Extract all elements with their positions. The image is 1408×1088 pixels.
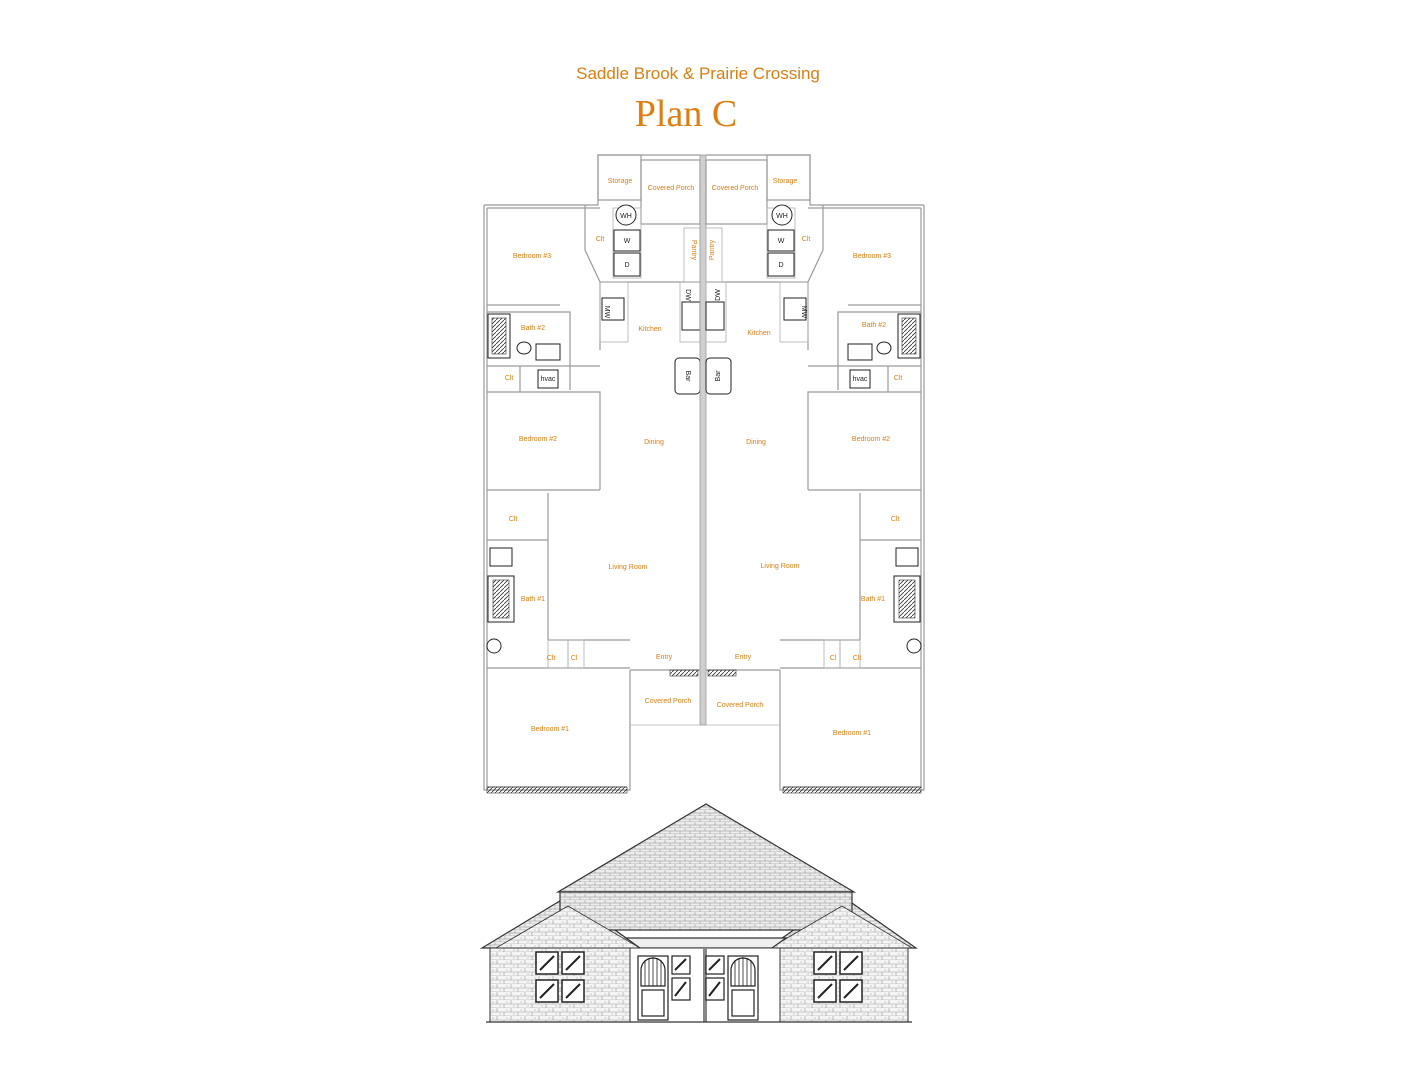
label-bedroom2: Bedroom #2 <box>519 436 557 443</box>
bar-counter-icon <box>705 357 732 395</box>
label-living-room: Living Room <box>761 563 800 570</box>
label-washer: W <box>624 238 631 245</box>
toilet-icon <box>516 341 532 355</box>
water-heater-icon <box>615 204 637 226</box>
label-storage: Storage <box>773 178 798 185</box>
label-dryer: D <box>778 262 783 269</box>
label-closet-hall: Clt <box>505 375 514 382</box>
label-covered-porch-front: Covered Porch <box>717 702 764 709</box>
kitchen-sink-icon <box>681 301 701 331</box>
window-left <box>535 951 585 1003</box>
label-entry: Entry <box>656 654 673 661</box>
washer-icon <box>767 229 795 252</box>
party-wall <box>699 154 707 726</box>
label-water-heater: WH <box>620 213 632 220</box>
label-bath2: Bath #2 <box>521 325 545 332</box>
label-living-room: Living Room <box>609 564 648 571</box>
label-water-heater: WH <box>776 213 788 220</box>
toilet-icon <box>895 547 919 567</box>
range-icon <box>601 297 625 321</box>
sink-icon <box>486 638 502 654</box>
label-closet-bed1: Clt <box>891 516 900 523</box>
door-right <box>727 955 759 1021</box>
label-closet-hall: Clt <box>894 375 903 382</box>
range-icon <box>783 297 807 321</box>
label-storage: Storage <box>608 178 633 185</box>
kitchen-sink-icon <box>705 301 725 331</box>
label-dishwasher: DW <box>715 289 722 301</box>
label-bath1: Bath #1 <box>521 596 545 603</box>
label-bath2: Bath #2 <box>862 322 886 329</box>
hvac-box-icon <box>849 369 871 389</box>
label-bath1: Bath #1 <box>861 596 885 603</box>
label-bedroom1: Bedroom #1 <box>833 730 871 737</box>
dryer-icon <box>767 252 795 277</box>
label-dryer: D <box>624 262 629 269</box>
window-porch-left <box>671 955 691 1001</box>
label-covered-porch-top: Covered Porch <box>712 185 759 192</box>
hvac-box-icon <box>537 369 559 389</box>
sink-icon <box>906 638 922 654</box>
left-unit-plan <box>483 154 701 794</box>
sink-icon <box>535 343 561 361</box>
label-closet-small-a: Clt <box>853 655 862 662</box>
label-closet-bed1: Clt <box>509 516 518 523</box>
plan-subtitle: Saddle Brook & Prairie Crossing <box>576 64 820 83</box>
label-bedroom3: Bedroom #3 <box>513 253 551 260</box>
door-left <box>637 955 669 1021</box>
sink-icon <box>847 343 873 361</box>
water-heater-icon <box>771 204 793 226</box>
label-pantry: Pantry <box>709 239 716 260</box>
label-dining: Dining <box>746 439 766 446</box>
front-elevation-drawing <box>479 803 918 1023</box>
right-unit-plan <box>705 154 925 794</box>
window-right <box>813 951 863 1003</box>
label-pantry: Pantry <box>690 240 697 261</box>
plan-title: Plan C <box>634 93 738 135</box>
label-closet-small-b: Cl <box>571 655 578 662</box>
toilet-icon <box>489 547 513 567</box>
toilet-icon <box>876 341 892 355</box>
label-dining: Dining <box>644 439 664 446</box>
label-bedroom2: Bedroom #2 <box>852 436 890 443</box>
label-hvac: hvac <box>541 376 556 383</box>
label-covered-porch-front: Covered Porch <box>645 698 692 705</box>
label-bar: Bar <box>684 371 691 383</box>
label-closet-small-a: Clt <box>547 655 556 662</box>
label-closet-bed3: Clt <box>802 236 811 243</box>
label-kitchen: Kitchen <box>747 330 770 337</box>
label-entry: Entry <box>735 654 752 661</box>
label-washer: W <box>778 238 785 245</box>
label-bedroom3: Bedroom #3 <box>853 253 891 260</box>
label-hvac: hvac <box>853 376 868 383</box>
label-closet-small-b: Cl <box>830 655 837 662</box>
label-bedroom1: Bedroom #1 <box>531 726 569 733</box>
label-microwave: MW <box>800 306 807 319</box>
label-kitchen: Kitchen <box>638 326 661 333</box>
label-closet-bed3: Clt <box>596 236 605 243</box>
label-microwave: MW <box>603 306 610 319</box>
label-bar: Bar <box>715 370 722 382</box>
window-porch-right <box>705 955 725 1001</box>
washer-icon <box>613 229 641 252</box>
label-covered-porch-top: Covered Porch <box>648 185 695 192</box>
main-roof <box>555 803 857 893</box>
label-dishwasher: DW <box>684 289 691 301</box>
dryer-icon <box>613 252 641 277</box>
